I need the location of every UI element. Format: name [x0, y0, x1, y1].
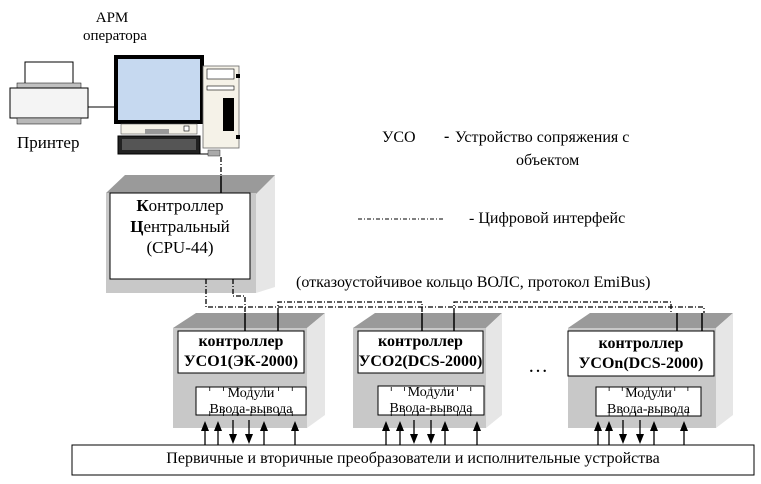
central-controller-box-3d: [106, 175, 275, 293]
central-initial-1: К: [136, 196, 149, 215]
arrow-up-icon: [260, 421, 268, 431]
workstation-title-line1: АРМ: [95, 10, 129, 26]
legend-uso-desc-1: Устройство сопряжения с: [455, 129, 630, 146]
central-rest-2: ентральный: [143, 217, 230, 236]
uso2-modules-line1: Модули: [407, 385, 455, 400]
arrow-up-icon: [594, 421, 602, 431]
arrow-down-icon: [619, 434, 627, 444]
workstation-title-line2: оператора: [83, 28, 147, 44]
legend-uso-desc-2: объектом: [516, 152, 580, 169]
arrow-down-icon: [245, 434, 253, 444]
uso1-modules-line1: Модули: [227, 386, 275, 401]
uso1-modules-line2: Ввода-вывода: [209, 402, 293, 417]
arrow-up-icon: [473, 421, 481, 431]
workstation-title: АРМ оператора: [83, 9, 147, 45]
uso1-line1: контроллер: [198, 333, 284, 350]
arrow-up-icon: [382, 421, 390, 431]
central-controller-label: Контроллер Центральный (CPU-44): [110, 195, 250, 258]
arrow-down-icon: [636, 434, 644, 444]
arrow-up-icon: [214, 421, 222, 431]
uso2-line2: УСО2(DCS-2000): [358, 353, 483, 370]
arrow-up-icon: [605, 421, 613, 431]
arrow-down-icon: [427, 434, 435, 444]
ring-label: (отказоустойчивое кольцо ВОЛС, протокол …: [296, 274, 651, 291]
uso2-modules: Модули Ввода-вывода: [378, 385, 484, 417]
uso2-box-3d: [353, 313, 502, 428]
legend-uso-abbr: УСО: [382, 129, 416, 146]
uso2-label: контроллер УСО2(DCS-2000): [358, 332, 483, 372]
uso1-modules: Модули Ввода-вывода: [196, 386, 306, 418]
central-initial-2: Ц: [130, 217, 144, 236]
arrow-up-icon: [441, 421, 449, 431]
central-model: (CPU-44): [146, 238, 214, 257]
legend-digital-interface: - Цифровой интерфейс: [469, 210, 626, 227]
computer-icon: [114, 55, 240, 157]
arrow-down-icon: [410, 434, 418, 444]
uson-line2: УСОn(DCS-2000): [578, 355, 704, 372]
ellipsis: …: [528, 355, 548, 377]
uson-line1: контроллер: [598, 335, 684, 352]
uson-modules-line1: Модули: [625, 386, 672, 401]
printer-icon: [9, 61, 89, 125]
fiber-ring: [205, 279, 705, 313]
field-devices-box: [71, 444, 755, 476]
uso2-modules-line2: Ввода-вывода: [389, 401, 473, 416]
central-rest-1: онтроллер: [148, 196, 224, 215]
uson-modules-line2: Ввода-вывода: [607, 402, 690, 417]
uson-box-3d: [567, 313, 733, 428]
uso1-label: контроллер УСО1(ЭК-2000): [178, 332, 304, 372]
printer-label: Принтер: [17, 133, 80, 152]
uson-modules: Модули Ввода-вывода: [596, 386, 701, 418]
arrow-up-icon: [680, 421, 688, 431]
uso1-box-3d: [173, 313, 325, 428]
uson-label: контроллер УСОn(DCS-2000): [568, 334, 714, 374]
field-devices-label: Первичные и вторичные преобразователи и …: [166, 450, 660, 467]
arrow-up-icon: [291, 421, 299, 431]
arrow-up-icon: [396, 421, 404, 431]
arrow-up-icon: [201, 421, 209, 431]
uso2-line1: контроллер: [378, 333, 463, 350]
arrow-up-icon: [650, 421, 658, 431]
arrow-down-icon: [229, 434, 237, 444]
legend-uso-dash: -: [444, 128, 450, 145]
uso1-line2: УСО1(ЭК-2000): [183, 353, 299, 370]
